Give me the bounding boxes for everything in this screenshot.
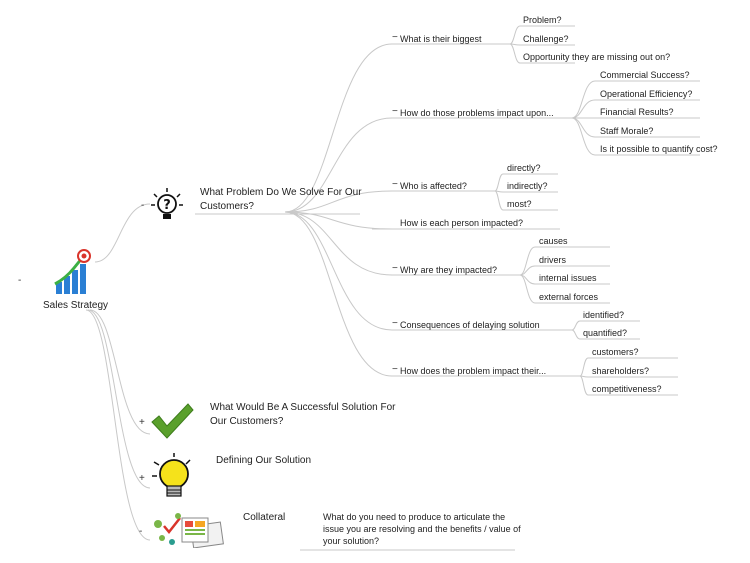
- leaf-indirectly[interactable]: indirectly?: [507, 181, 548, 191]
- leaf-drivers[interactable]: drivers: [539, 255, 567, 265]
- node-what-problem[interactable]: What Problem Do We Solve For Our Custome…: [200, 187, 362, 212]
- node-consequences[interactable]: Consequences of delaying solution: [400, 320, 540, 330]
- link-problem-problem-impact: [284, 211, 393, 377]
- link-problem-who-affected: [284, 190, 393, 213]
- leaf-internal-issues[interactable]: internal issues: [539, 273, 597, 283]
- leaf-financial-results[interactable]: Financial Results?: [600, 107, 674, 117]
- node-successful-solution[interactable]: What Would Be A Successful Solution For …: [210, 402, 396, 427]
- link-biggest-leaf-0: [509, 25, 521, 45]
- leaf-problem[interactable]: Problem?: [523, 15, 562, 25]
- link-problem-each-person: [284, 211, 393, 230]
- toggle-biggest[interactable]: −: [392, 32, 398, 43]
- link-problem-consequences: [284, 211, 393, 331]
- node-defining-solution[interactable]: Defining Our Solution: [216, 455, 312, 466]
- toggle-problem-impact[interactable]: −: [392, 364, 398, 375]
- leaf-directly[interactable]: directly?: [507, 163, 541, 173]
- link-who-leaf-0: [494, 173, 504, 192]
- node-impact-upon[interactable]: How do those problems impact upon...: [400, 108, 554, 118]
- link-root-solution: [89, 309, 151, 435]
- leaf-external-forces[interactable]: external forces: [539, 292, 599, 302]
- leaf-commercial-success[interactable]: Commercial Success?: [600, 70, 690, 80]
- link-impact-leaf-4: [571, 117, 596, 156]
- link-who-leaf-2: [494, 190, 504, 211]
- node-who-affected[interactable]: Who is affected?: [400, 181, 467, 191]
- leaf-quantified[interactable]: quantified?: [583, 328, 628, 338]
- lightbulb-icon: [152, 453, 191, 497]
- defining-expand-toggle[interactable]: +: [139, 473, 145, 484]
- leaf-identified[interactable]: identified?: [583, 310, 625, 320]
- link-biggest-leaf-2: [509, 43, 521, 64]
- checkmark-icon: [151, 403, 194, 439]
- leaf-challenge[interactable]: Challenge?: [523, 34, 569, 44]
- toggle-why-impacted[interactable]: −: [392, 263, 398, 274]
- leaf-most[interactable]: most?: [507, 199, 532, 209]
- collateral-collapse-toggle[interactable]: -: [139, 526, 143, 537]
- link-consequence-leaf-1: [571, 329, 581, 340]
- toggle-consequences[interactable]: −: [392, 318, 398, 329]
- toggle-impact-upon[interactable]: −: [392, 106, 398, 117]
- link-impact-leaf-3: [571, 117, 596, 138]
- link-problem-why-impacted: [284, 211, 393, 276]
- documents-icon: [154, 513, 224, 548]
- leaf-customers[interactable]: customers?: [592, 347, 639, 357]
- link-impact-leaf-0: [571, 80, 596, 119]
- toggle-who-affected[interactable]: −: [392, 179, 398, 190]
- link-why-leaf-0: [519, 246, 536, 276]
- leaf-competitiveness[interactable]: competitiveness?: [592, 384, 662, 394]
- link-impact-leaf-1: [571, 99, 596, 119]
- link-why-leaf-3: [519, 274, 536, 304]
- node-collateral[interactable]: Collateral: [243, 512, 286, 523]
- link-problem-biggest: [284, 43, 393, 213]
- link-problem-impact-leaf-2: [579, 375, 589, 396]
- link-root-defining: [87, 309, 151, 489]
- root-collapse-toggle[interactable]: -: [18, 275, 22, 286]
- svg-text:?: ?: [163, 198, 171, 213]
- node-each-person[interactable]: How is each person impacted?: [400, 218, 524, 228]
- node-biggest[interactable]: What is their biggest: [400, 34, 482, 44]
- link-problem-impact-leaf-0: [579, 357, 589, 377]
- node-problem-impact[interactable]: How does the problem impact their...: [400, 366, 547, 376]
- node-why-impacted[interactable]: Why are they impacted?: [400, 265, 498, 275]
- link-consequence-leaf-0: [571, 320, 581, 331]
- link-problem-impact-upon: [284, 117, 393, 213]
- root-node-sales-strategy[interactable]: Sales Strategy: [43, 300, 109, 311]
- leaf-causes[interactable]: causes: [539, 236, 568, 246]
- link-root-collateral: [85, 309, 151, 541]
- collateral-note: What do you need to produce to articulat…: [323, 512, 521, 546]
- leaf-staff-morale[interactable]: Staff Morale?: [600, 126, 654, 136]
- leaf-quantify-cost[interactable]: Is it possible to quantify cost?: [600, 144, 718, 154]
- leaf-shareholders[interactable]: shareholders?: [592, 366, 650, 376]
- leaf-opportunity[interactable]: Opportunity they are missing out on?: [523, 52, 671, 62]
- leaf-operational-efficiency[interactable]: Operational Efficiency?: [600, 89, 693, 99]
- question-bulb-icon: ?: [151, 188, 183, 219]
- growth-chart-target-icon: [54, 249, 91, 294]
- link-root-problem: [94, 203, 151, 263]
- solution-expand-toggle[interactable]: +: [139, 417, 145, 428]
- problem-collapse-toggle[interactable]: -: [141, 200, 145, 211]
